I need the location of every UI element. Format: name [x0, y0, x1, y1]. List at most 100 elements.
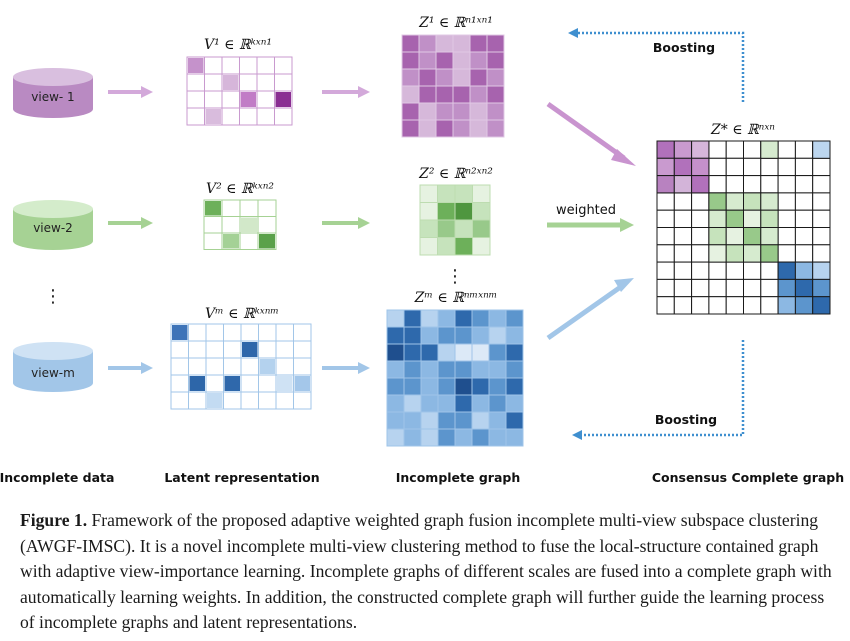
zstar-label: Z* ∈ ℝⁿˣⁿ	[710, 122, 775, 138]
vm-filled-cell	[189, 376, 205, 391]
boosting-bottom-label: Boosting	[655, 412, 717, 427]
v1-cell	[239, 73, 258, 92]
zstar-cell	[708, 157, 727, 177]
v2-cell	[221, 216, 241, 234]
zstar-filled-cell	[794, 278, 814, 298]
vm-cell	[240, 391, 259, 410]
vm-filled-cell	[259, 359, 275, 374]
z1-cell	[401, 68, 420, 87]
zm-cell	[471, 394, 490, 413]
arrow-v1-to-z1	[322, 86, 370, 98]
zstar-filled-cell	[743, 209, 762, 228]
zm-cell	[488, 326, 507, 345]
zstar-filled-cell	[760, 244, 779, 263]
z1-cell	[435, 102, 454, 121]
vm-cell	[205, 357, 224, 376]
zstar-cell	[673, 296, 693, 315]
z1-cell	[435, 119, 454, 138]
z2-cell	[419, 219, 438, 238]
zstar-cell	[725, 278, 745, 298]
vm-cell	[293, 340, 312, 359]
view-2-cylinder: view-2	[13, 200, 93, 250]
v1-cell	[204, 56, 223, 75]
vm-cell	[240, 374, 259, 393]
v1-cell	[204, 73, 223, 92]
zstar-cell	[760, 296, 779, 315]
z1-cell	[401, 85, 420, 104]
zm-cell	[420, 394, 439, 413]
zm-label: Zᵐ ∈ ℝⁿᵐˣⁿᵐ	[414, 290, 498, 306]
v1-cell	[221, 56, 240, 75]
v1-matrix	[186, 56, 293, 126]
zm-cell	[471, 428, 490, 447]
zstar-filled-cell	[673, 157, 693, 177]
v2-cell	[257, 199, 277, 217]
zstar-cell	[656, 227, 675, 246]
z2-cell	[437, 202, 456, 221]
zstar-cell	[656, 244, 675, 263]
z2-cell	[454, 202, 473, 221]
v1-label: V¹ ∈ ℝᵏˣⁿ¹	[204, 37, 272, 53]
zm-cell	[454, 394, 473, 413]
zstar-cell	[673, 209, 693, 228]
zstar-cell	[794, 244, 814, 263]
zm-cell	[420, 309, 439, 328]
vm-filled-cell	[224, 376, 240, 391]
vm-cell	[240, 357, 259, 376]
vm-cell	[205, 323, 224, 342]
vm-cell	[258, 323, 277, 342]
zstar-cell	[656, 296, 675, 315]
zstar-cell	[777, 157, 796, 177]
zm-cell	[386, 360, 405, 379]
zstar-filled-cell	[708, 244, 727, 263]
z1-cell	[486, 102, 505, 121]
zstar-filled-cell	[812, 261, 831, 280]
zstar-cell	[777, 227, 796, 246]
zm-cell	[454, 309, 473, 328]
v1-cell	[256, 73, 275, 92]
z2-cell	[472, 202, 491, 221]
zstar-filled-cell	[691, 175, 710, 194]
zstar-filled-cell	[691, 157, 710, 177]
v1-filled-cell	[240, 92, 256, 107]
zstar-cell	[743, 296, 762, 315]
zm-cell	[505, 343, 524, 362]
arrow-v2-to-z2	[322, 217, 370, 229]
zstar-filled-cell	[760, 140, 779, 159]
figure-caption-text: Framework of the proposed adaptive weigh…	[20, 510, 832, 633]
zstar-cell	[673, 227, 693, 246]
zstar-cell	[794, 175, 814, 194]
v2-label: V² ∈ ℝᵏˣⁿ²	[206, 181, 274, 197]
zm-cell	[420, 428, 439, 447]
z1-cell	[418, 119, 437, 138]
zstar-filled-cell	[708, 209, 727, 228]
boosting-top-label: Boosting	[653, 40, 715, 55]
zstar-cell	[691, 192, 710, 211]
vm-cell	[223, 357, 242, 376]
z2-cell	[419, 202, 438, 221]
zstar-filled-cell	[812, 278, 831, 298]
zstar-cell	[708, 175, 727, 194]
arrow-viewm-to-vm	[108, 362, 153, 374]
arrow-view1-to-v1	[108, 86, 153, 98]
v1-cell	[256, 56, 275, 75]
v2-cell	[239, 232, 259, 250]
vm-cell	[205, 374, 224, 393]
zm-cell	[505, 326, 524, 345]
vm-cell	[240, 323, 259, 342]
vm-cell	[170, 357, 189, 376]
zstar-cell	[743, 175, 762, 194]
v2-filled-cell	[205, 201, 221, 216]
views-ellipsis: ⋮	[44, 286, 62, 307]
zm-cell	[437, 360, 456, 379]
zm-cell	[488, 377, 507, 396]
zstar-filled-cell	[760, 192, 779, 211]
zstar-cell	[743, 278, 762, 298]
vm-cell	[170, 374, 189, 393]
v1-cell	[256, 90, 275, 109]
zm-matrix	[386, 309, 524, 447]
zm-cell	[403, 309, 422, 328]
vm-matrix	[170, 323, 312, 410]
graphs-ellipsis: ⋮	[446, 266, 464, 287]
vm-cell	[258, 374, 277, 393]
